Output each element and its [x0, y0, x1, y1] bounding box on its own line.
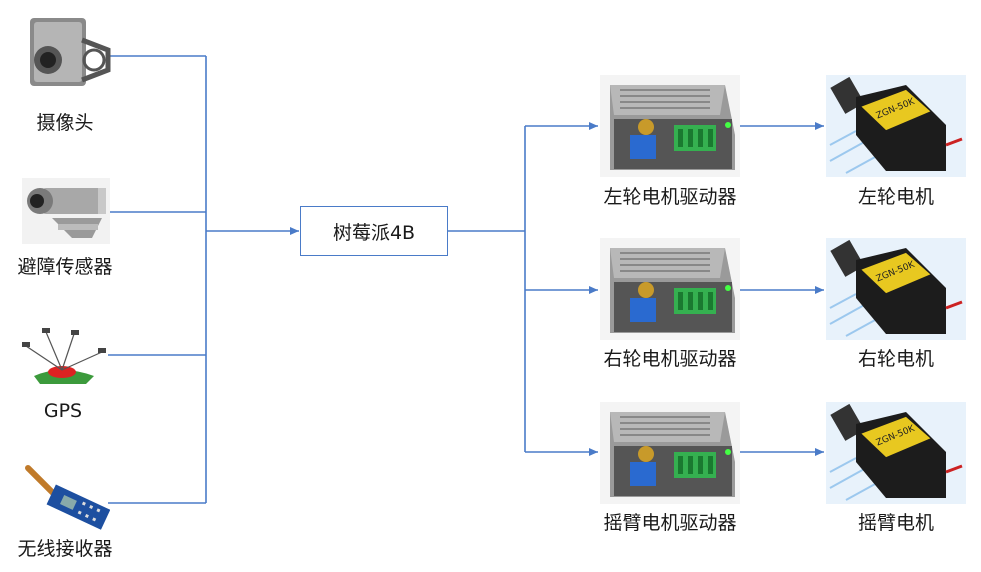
arm-motor-label: 摇臂电机 [857, 512, 934, 534]
left-driver-image [600, 75, 740, 177]
right-driver-label: 右轮电机驱动器 [603, 348, 737, 370]
gps-label: GPS [43, 400, 83, 422]
camera-label: 摄像头 [36, 112, 94, 134]
right-motor-label: 右轮电机 [857, 348, 934, 370]
obstacle-sensor-label: 避障传感器 [17, 256, 113, 278]
raspberry-pi-box: 树莓派4B [300, 206, 448, 256]
camera-image [22, 10, 114, 105]
right-driver-image [600, 238, 740, 340]
left-driver-label: 左轮电机驱动器 [603, 186, 737, 208]
arm-driver-image [600, 402, 740, 504]
left-motor-image: ZGN-50K [826, 75, 966, 177]
wireless-receiver-label: 无线接收器 [17, 538, 113, 560]
obstacle-sensor-image [22, 178, 110, 244]
wireless-receiver-image [18, 462, 110, 530]
gps-image [16, 326, 108, 386]
arm-motor-image: ZGN-50K [826, 402, 966, 504]
right-motor-image: ZGN-50K [826, 238, 966, 340]
left-motor-label: 左轮电机 [857, 186, 934, 208]
raspberry-pi-label: 树莓派4B [332, 221, 416, 244]
arm-driver-label: 摇臂电机驱动器 [603, 512, 737, 534]
